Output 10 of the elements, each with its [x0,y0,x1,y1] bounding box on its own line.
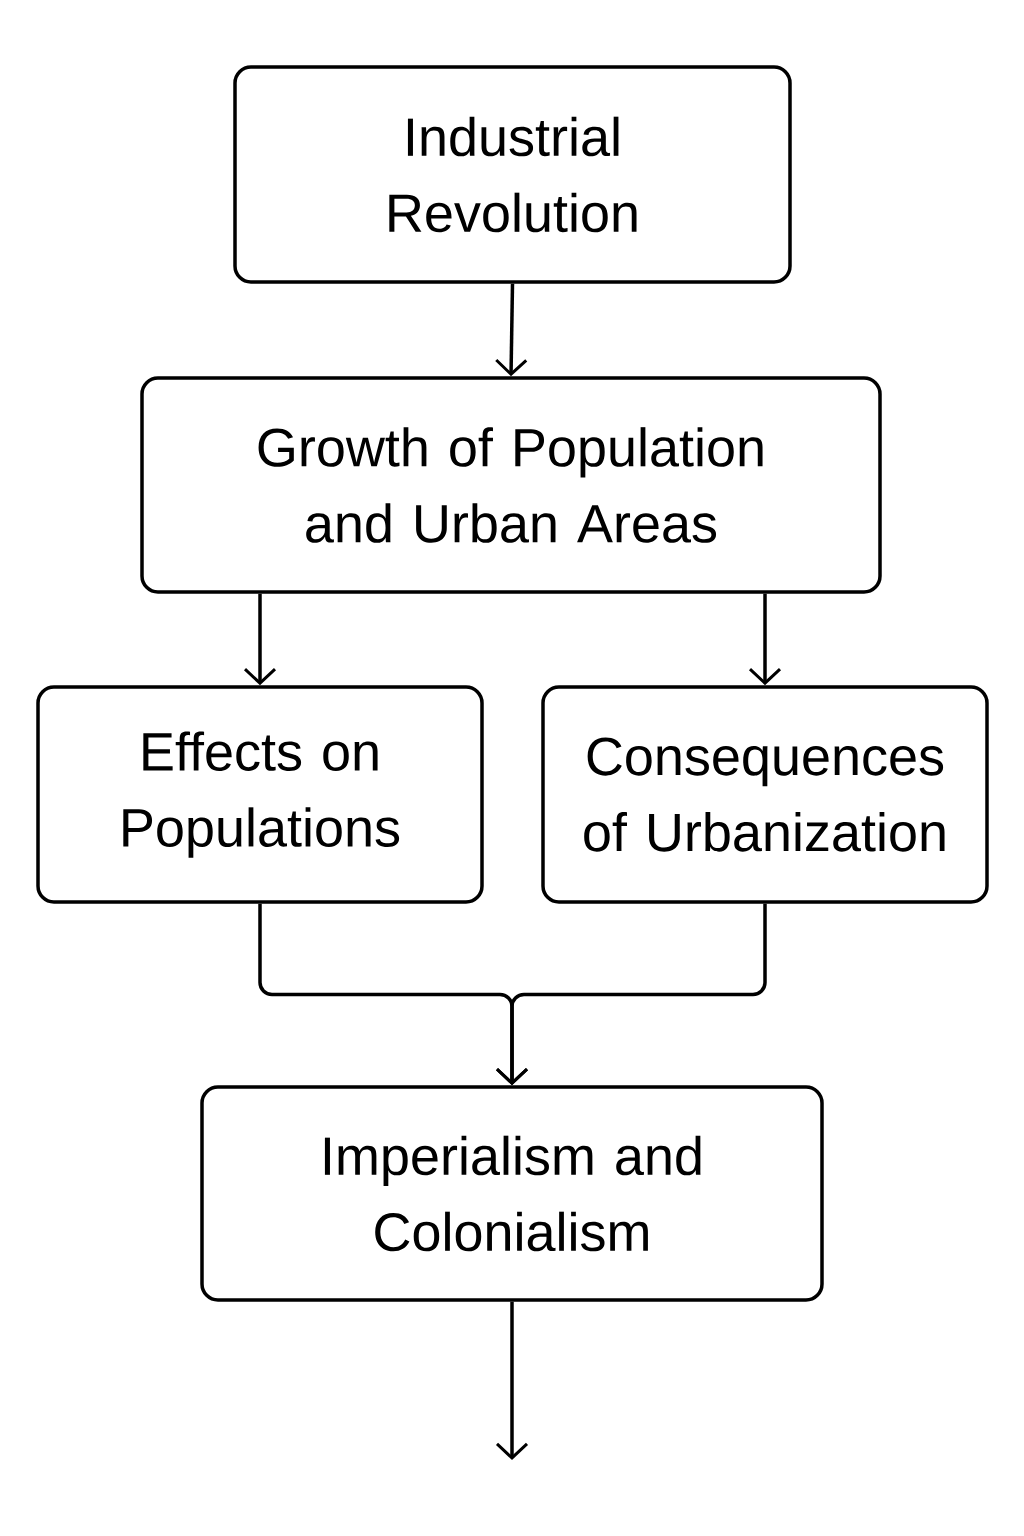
process-box: Consequences of Urbanization [541,685,989,904]
process-box: Growth of Population and Urban Areas [140,376,882,594]
process-box: Effects on Populations [36,685,484,904]
arrow [748,593,782,686]
arrow [495,283,528,377]
arrow [495,903,767,1086]
process-box: Industrial Revolution [233,65,792,284]
arrow [495,1301,529,1460]
arrow [243,593,277,686]
process-box: Imperialism and Colonialism [200,1085,824,1302]
